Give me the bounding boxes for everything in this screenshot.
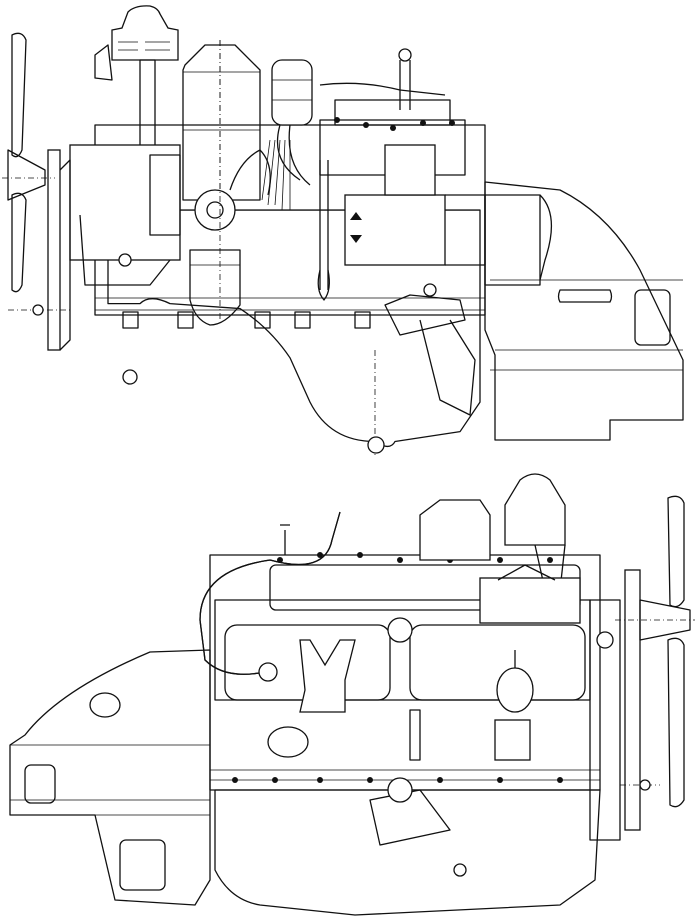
transmission-inspection-cover — [634, 289, 671, 346]
fuel-filter — [189, 249, 241, 326]
generator — [69, 144, 181, 261]
engine-side-view-bottom — [9, 473, 695, 916]
bellhousing-inspection-cover — [24, 764, 56, 804]
transmission-housing — [484, 181, 684, 441]
starter-motor — [344, 194, 446, 266]
oil-pan-bottom — [214, 789, 601, 916]
air-filter — [94, 5, 179, 201]
engine-side-view-top — [2, 5, 684, 455]
air-cleaner — [419, 499, 491, 561]
fan-blades-bottom — [639, 495, 691, 808]
exhaust-manifold — [299, 639, 356, 713]
crankshaft-pulley — [47, 149, 61, 351]
crankshaft-pulley-bottom — [624, 569, 641, 831]
oil-pan — [107, 209, 481, 448]
fan-blades — [7, 32, 46, 293]
oil-filter-cap — [387, 617, 413, 643]
ignition-coil — [271, 59, 313, 186]
oil-filter — [182, 44, 261, 201]
fuel-pump — [494, 650, 534, 761]
bellhousing — [9, 649, 211, 906]
